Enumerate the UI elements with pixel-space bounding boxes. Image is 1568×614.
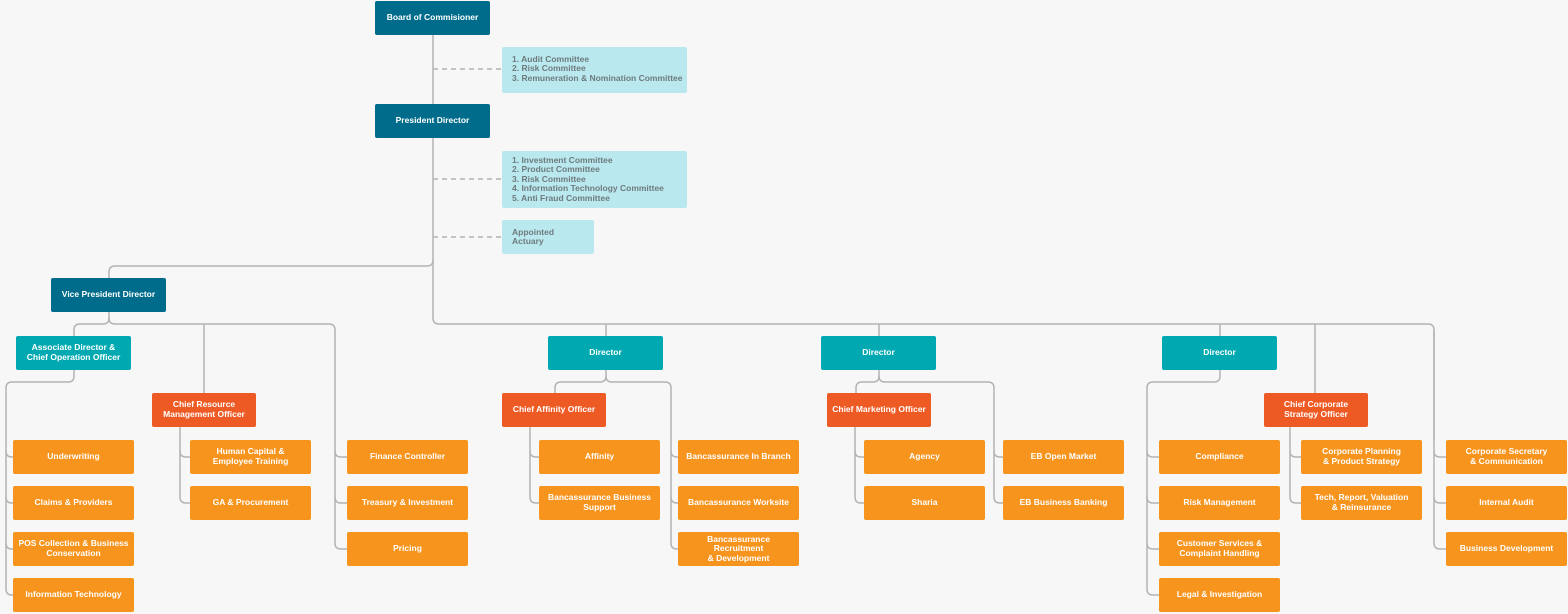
unit-box-claims: Claims & Providers bbox=[13, 486, 134, 520]
unit-box-internal-audit: Internal Audit bbox=[1446, 486, 1567, 520]
note-item: 1. Audit Committee bbox=[512, 54, 590, 64]
unit-box-affinity: Affinity bbox=[539, 440, 660, 474]
unit-box-tech-report: Tech, Report, Valuation & Reinsurance bbox=[1301, 486, 1422, 520]
unit-box-sharia: Sharia bbox=[864, 486, 985, 520]
unit-box-corporate-planning: Corporate Planning & Product Strategy bbox=[1301, 440, 1422, 474]
director-box-1: Director bbox=[548, 336, 663, 370]
unit-box-legal: Legal & Investigation bbox=[1159, 578, 1280, 612]
unit-box-treasury: Treasury & Investment bbox=[347, 486, 468, 520]
board-of-commissioner-box: Board of Commisioner bbox=[375, 1, 490, 35]
note-item: 3. Risk Committee bbox=[512, 173, 586, 184]
unit-box-agency: Agency bbox=[864, 440, 985, 474]
director-box-3: Director bbox=[1162, 336, 1277, 370]
associate-director-box: Associate Director & Chief Operation Off… bbox=[16, 336, 131, 370]
note-item: 5. Anti Fraud Committee bbox=[512, 192, 610, 203]
unit-box-corporate-secretary: Corporate Secretary & Communication bbox=[1446, 440, 1567, 474]
unit-box-human-capital: Human Capital & Employee Training bbox=[190, 440, 311, 474]
unit-box-ga-procurement: GA & Procurement bbox=[190, 486, 311, 520]
president-director-box: President Director bbox=[375, 104, 490, 138]
note-item: 1. Investment Committee bbox=[512, 155, 613, 165]
note-item: 4. Information Technology Committee bbox=[512, 183, 664, 194]
chief-marketing-officer-box: Chief Marketing Officer bbox=[827, 393, 931, 427]
unit-box-banca-worksite: Bancassurance Worksite bbox=[678, 486, 799, 520]
unit-box-banca-recruitment: Bancassurance Recruitment & Development bbox=[678, 532, 799, 566]
note-item: 2. Risk Committee bbox=[512, 63, 586, 74]
unit-box-compliance: Compliance bbox=[1159, 440, 1280, 474]
unit-box-banca-branch: Bancassurance In Branch bbox=[678, 440, 799, 474]
chief-affinity-officer-box: Chief Affinity Officer bbox=[502, 393, 606, 427]
unit-box-it: Information Technology bbox=[13, 578, 134, 612]
unit-box-eb-business-banking: EB Business Banking bbox=[1003, 486, 1124, 520]
vice-president-director-box: Vice President Director bbox=[51, 278, 166, 312]
unit-box-banca-support: Bancassurance Business Support bbox=[539, 486, 660, 520]
chief-resource-management-officer-box: Chief Resource Management Officer bbox=[152, 393, 256, 427]
board-committees-note: 1. Audit Committee 2. Risk Committee 3. … bbox=[502, 47, 687, 93]
chief-corporate-strategy-officer-box: Chief Corporate Strategy Officer bbox=[1264, 393, 1368, 427]
unit-box-pos: POS Collection & Business Conservation bbox=[13, 532, 134, 566]
appointed-actuary-note: Appointed Actuary bbox=[502, 220, 594, 254]
unit-box-pricing: Pricing bbox=[347, 532, 468, 566]
unit-box-risk-management: Risk Management bbox=[1159, 486, 1280, 520]
president-committees-note: 1. Investment Committee 2. Product Commi… bbox=[502, 151, 687, 208]
unit-box-business-development: Business Development bbox=[1446, 532, 1567, 566]
note-item: 2. Product Committee bbox=[512, 164, 600, 175]
unit-box-eb-open-market: EB Open Market bbox=[1003, 440, 1124, 474]
unit-box-finance-controller: Finance Controller bbox=[347, 440, 468, 474]
director-box-2: Director bbox=[821, 336, 936, 370]
unit-box-customer-services: Customer Services & Complaint Handling bbox=[1159, 532, 1280, 566]
note-item: 3. Remuneration & Nomination Committee bbox=[512, 72, 683, 83]
unit-box-underwriting: Underwriting bbox=[13, 440, 134, 474]
